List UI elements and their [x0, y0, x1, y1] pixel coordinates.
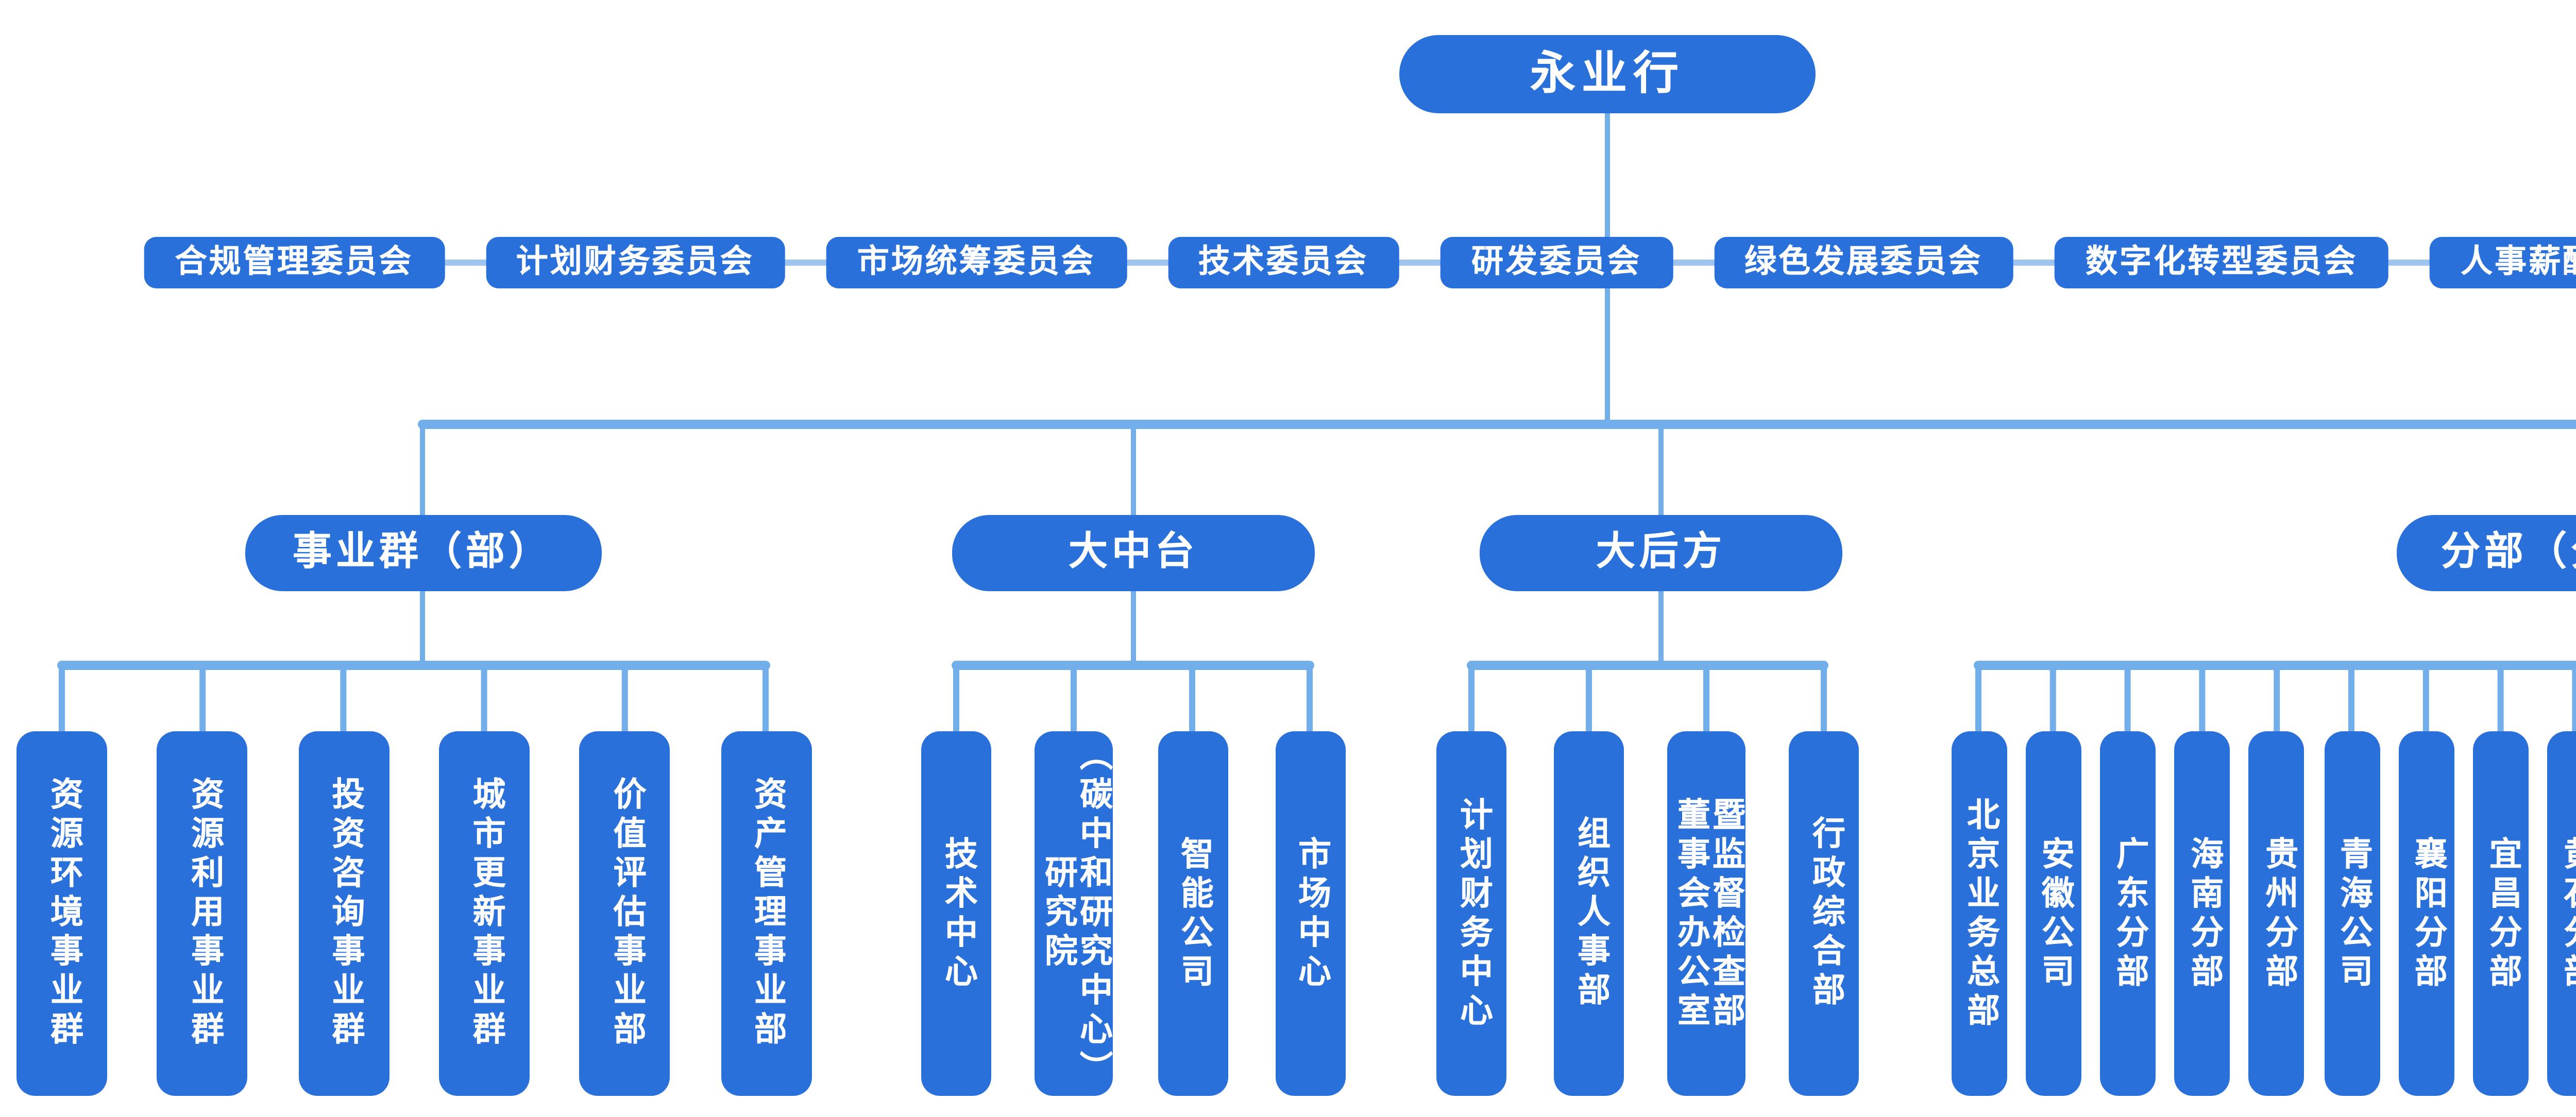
department-label: 城市更新事业群	[466, 777, 502, 1051]
department-node[interactable]: 市场中心	[1275, 731, 1345, 1096]
department-label: 投资咨询事业群	[326, 777, 361, 1051]
department-label: 技术中心	[939, 835, 974, 992]
committee-node[interactable]: 人事薪酬委员会	[2430, 237, 2576, 288]
committee-node[interactable]: 数字化转型委员会	[2055, 237, 2389, 288]
department-node[interactable]: 智能公司	[1157, 731, 1227, 1096]
committee-row: 合规管理委员会计划财务委员会市场统筹委员会技术委员会研发委员会绿色发展委员会数字…	[144, 237, 2576, 288]
department-label: 宜昌分部	[2483, 835, 2518, 992]
department-label: 北京业务总部	[1961, 796, 1996, 1031]
department-node[interactable]: 研究院 （碳中和研究中心）	[1035, 731, 1113, 1096]
department-node[interactable]: 北京业务总部	[1951, 731, 2006, 1096]
department-node[interactable]: 组织人事部	[1554, 731, 1624, 1096]
department-node[interactable]: 宜昌分部	[2472, 731, 2529, 1096]
department-node[interactable]: 董事会办公室 暨监督检查部	[1667, 731, 1745, 1096]
department-label: 襄阳分部	[2408, 835, 2444, 992]
department-node[interactable]: 行政综合部	[1789, 731, 1859, 1096]
department-node[interactable]: 投资咨询事业群	[298, 731, 389, 1096]
department-node[interactable]: 计划财务中心	[1436, 731, 1506, 1096]
department-label: 行政综合部	[1806, 816, 1841, 1011]
branch-node[interactable]: 事业群（部）	[244, 515, 601, 591]
department-node[interactable]: 青海公司	[2324, 731, 2379, 1096]
department-node[interactable]: 海南分部	[2174, 731, 2230, 1096]
department-node[interactable]: 襄阳分部	[2398, 731, 2454, 1096]
department-label: 广东分部	[2110, 835, 2145, 992]
department-label: 组织人事部	[1571, 816, 1606, 1011]
department-label: 贵州分部	[2259, 835, 2295, 992]
department-label: 市场中心	[1292, 835, 1327, 992]
branch-node[interactable]: 大后方	[1480, 515, 1842, 591]
department-label: 资源利用事业群	[185, 777, 221, 1051]
department-label: 安徽公司	[2035, 835, 2071, 992]
department-label: 计划财务中心	[1454, 796, 1489, 1031]
committee-node[interactable]: 绿色发展委员会	[1714, 237, 2014, 288]
department-node[interactable]: 资产管理事业部	[720, 731, 811, 1096]
committee-node[interactable]: 市场统筹委员会	[826, 237, 1126, 288]
committee-node[interactable]: 合规管理委员会	[144, 237, 444, 288]
department-label: 价值评估事业部	[607, 777, 642, 1051]
root-node[interactable]: 永业行	[1399, 35, 1816, 113]
branch-node[interactable]: 大中台	[952, 515, 1315, 591]
committee-node[interactable]: 计划财务委员会	[485, 237, 785, 288]
department-node[interactable]: 安徽公司	[2025, 731, 2081, 1096]
department-node[interactable]: 广东分部	[2099, 731, 2156, 1096]
branch-node[interactable]: 分部（分公司）	[2397, 515, 2576, 591]
department-label: 研究院 （碳中和研究中心）	[1039, 737, 1109, 1090]
department-node[interactable]: 价值评估事业部	[579, 731, 670, 1096]
department-node[interactable]: 城市更新事业群	[438, 731, 530, 1096]
committee-node[interactable]: 研发委员会	[1440, 237, 1673, 288]
department-label: 黄石分部	[2557, 835, 2576, 992]
department-label: 智能公司	[1175, 835, 1210, 992]
department-node[interactable]: 资源利用事业群	[157, 731, 248, 1096]
department-label: 资产管理事业部	[748, 777, 783, 1051]
department-node[interactable]: 贵州分部	[2249, 731, 2305, 1096]
committee-node[interactable]: 技术委员会	[1167, 237, 1399, 288]
department-node[interactable]: 黄石分部	[2547, 731, 2576, 1096]
department-node[interactable]: 资源环境事业群	[16, 731, 107, 1096]
department-label: 青海公司	[2334, 835, 2369, 992]
department-label: 董事会办公室 暨监督检查部	[1671, 796, 1741, 1031]
department-label: 海南分部	[2184, 835, 2220, 992]
department-node[interactable]: 技术中心	[921, 731, 991, 1096]
department-label: 资源环境事业群	[44, 777, 79, 1051]
